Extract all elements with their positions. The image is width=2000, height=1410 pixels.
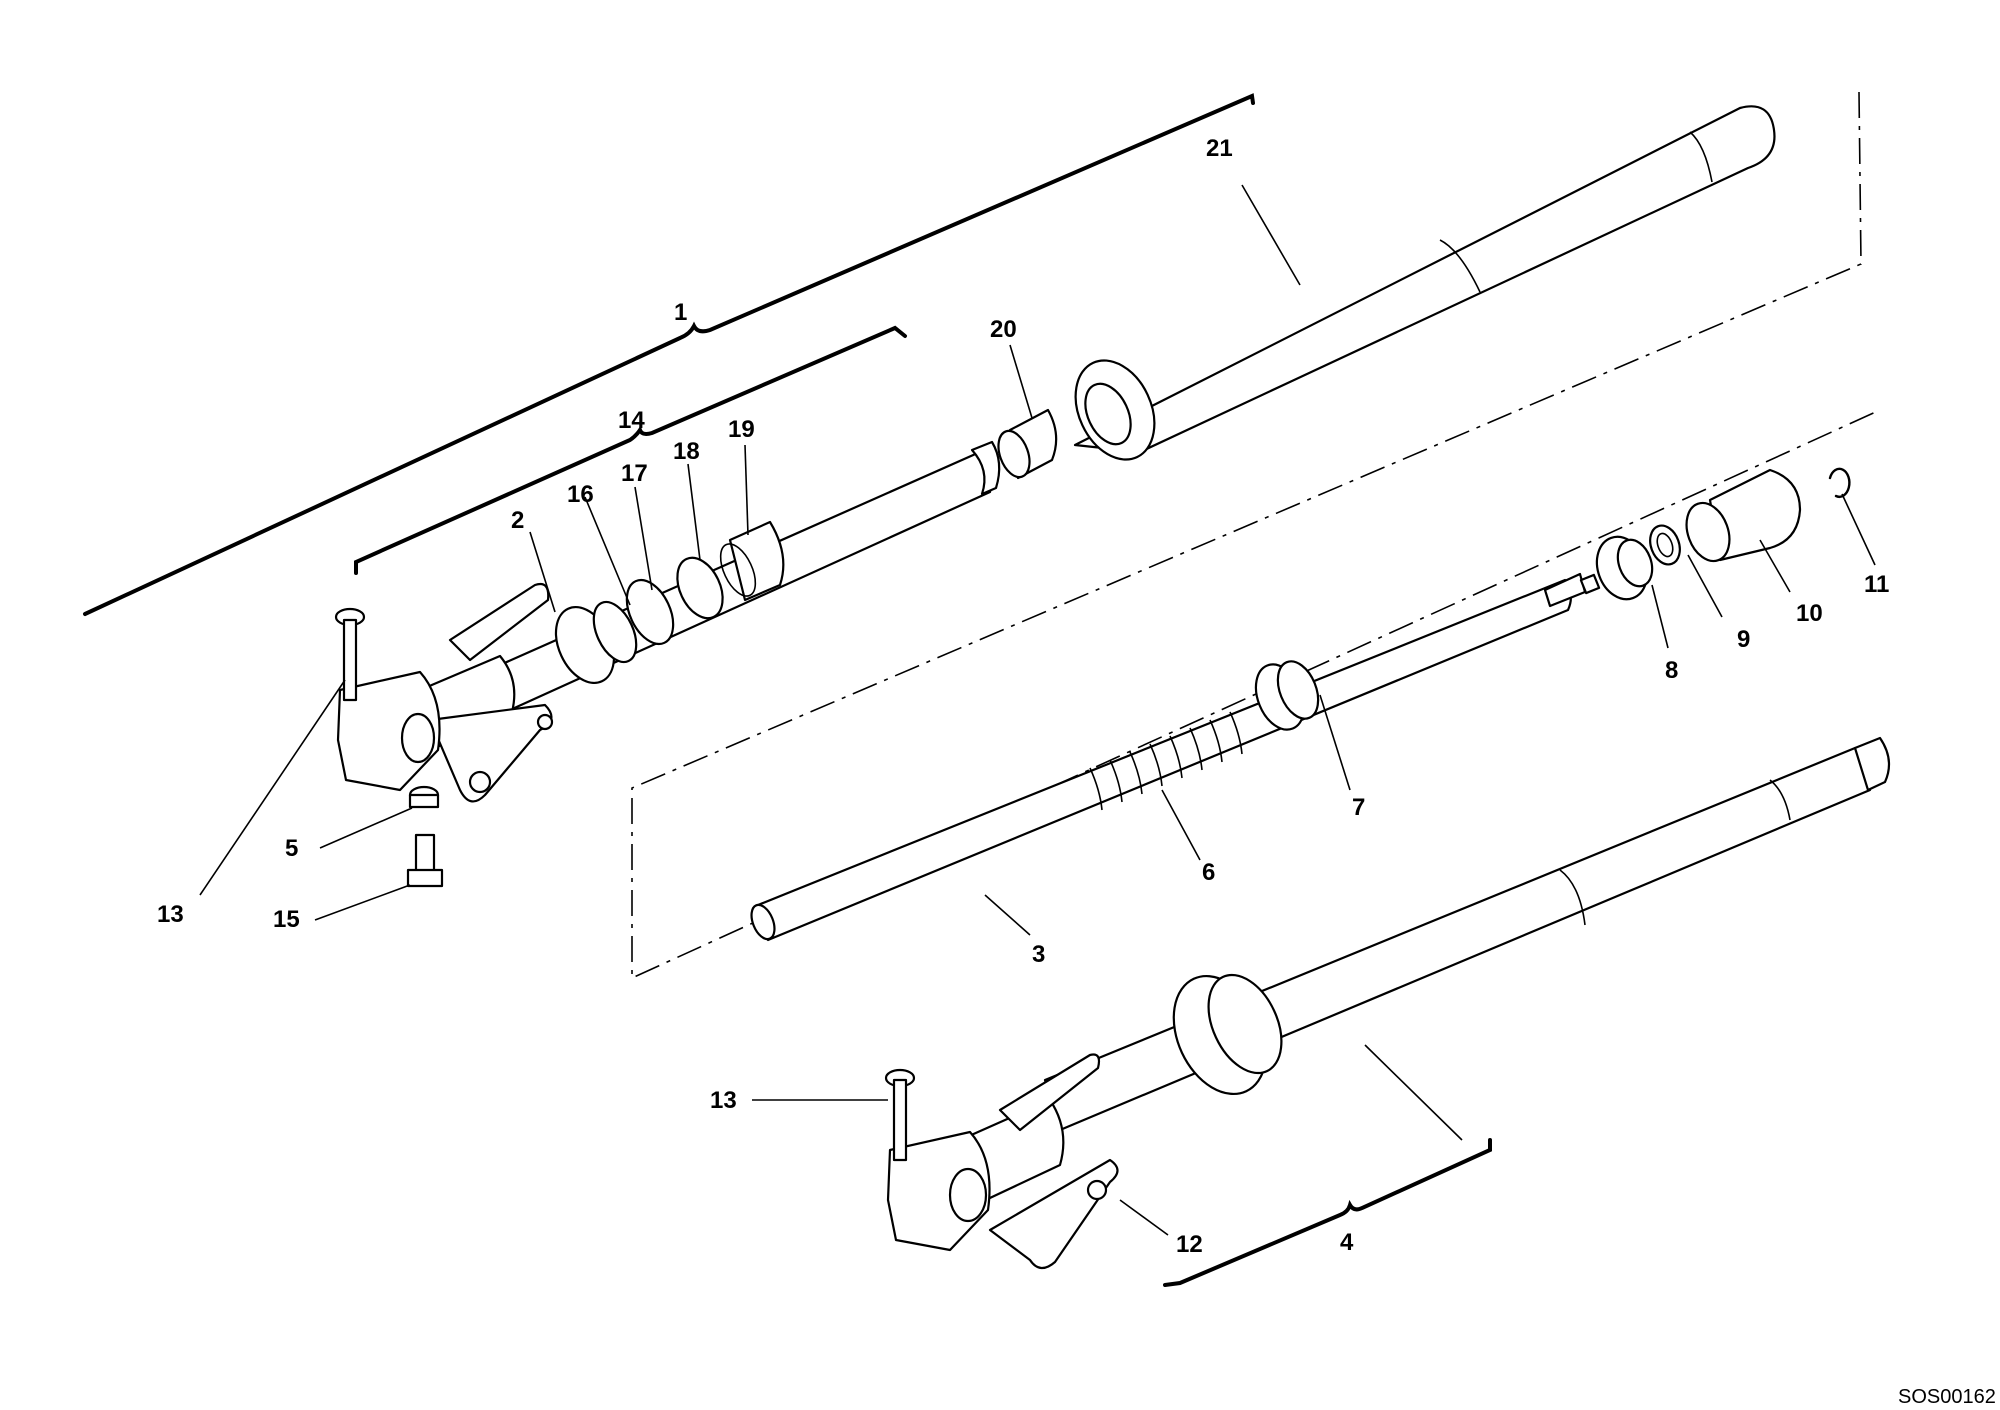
- callout-10: 10: [1796, 600, 1823, 627]
- bolt-13-upper: [334, 607, 366, 702]
- valve-10: [1685, 468, 1802, 563]
- callout-2: 2: [511, 507, 524, 534]
- cap-8: [1595, 535, 1654, 601]
- bushing-20: [997, 408, 1058, 480]
- callout-21: 21: [1206, 135, 1233, 162]
- callout-4: 4: [1340, 1229, 1354, 1256]
- washer-9: [1649, 524, 1681, 566]
- assembly-bracket-1: [83, 93, 1255, 616]
- callout-11: 11: [1864, 571, 1889, 598]
- outer-tube: [1073, 105, 1776, 461]
- fork-foot-left: [336, 582, 554, 803]
- fork-leg-lower: [1043, 736, 1891, 1132]
- callout-7: 7: [1352, 794, 1365, 821]
- damper-rod: [750, 572, 1601, 942]
- callout-15: 15: [273, 906, 300, 933]
- drawing-code: SOS00162: [1898, 1386, 1996, 1408]
- callout-19: 19: [728, 416, 755, 443]
- callout-12: 12: [1176, 1231, 1203, 1258]
- assembly-bracket-4: [1163, 1138, 1492, 1287]
- callout-18: 18: [673, 438, 700, 465]
- callout-14: 14: [618, 407, 645, 434]
- callout-13-lower: 13: [710, 1087, 737, 1114]
- callout-9: 9: [1737, 626, 1750, 653]
- callout-13-upper: 13: [157, 901, 184, 928]
- fork-foot-right: [886, 1053, 1119, 1270]
- callout-8: 8: [1665, 657, 1678, 684]
- screw-15: [406, 833, 444, 888]
- circlip-11: [1828, 467, 1851, 498]
- callout-6: 6: [1202, 859, 1215, 886]
- callout-3: 3: [1032, 941, 1045, 968]
- assembly-line: [631, 91, 1881, 980]
- callout-1: 1: [674, 299, 687, 326]
- callout-16: 16: [567, 481, 594, 508]
- assembly-bracket-14: [354, 325, 907, 575]
- washer-5: [408, 785, 440, 809]
- bolt-13-lower: [884, 1068, 916, 1162]
- callout-5: 5: [285, 835, 298, 862]
- upper-slider: [498, 440, 1001, 712]
- callout-17: 17: [621, 460, 648, 487]
- callout-20: 20: [990, 316, 1017, 343]
